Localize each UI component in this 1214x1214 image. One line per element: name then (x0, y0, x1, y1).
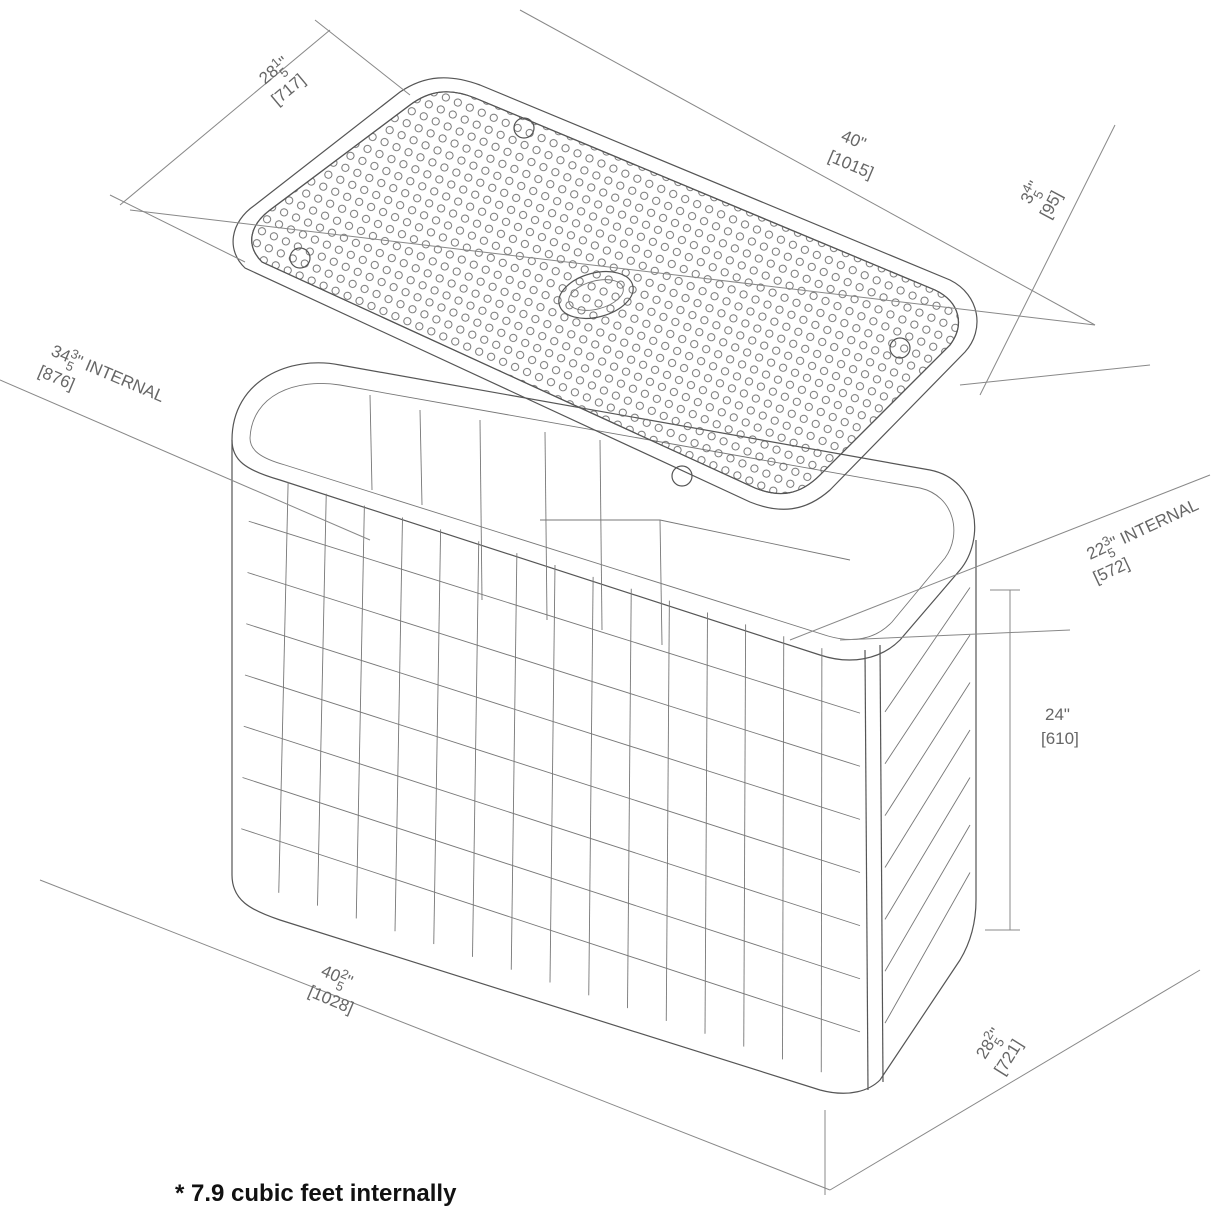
rim-outer (231, 362, 976, 661)
metric-value: [1015] (825, 147, 876, 183)
grid-rib (246, 623, 861, 820)
metric-value: [610] (1041, 729, 1079, 748)
dimension-label-body-width: 2825"[721] (972, 1025, 1026, 1079)
dimension-label-lid-thickness: 345"[95] (1017, 178, 1066, 222)
lid-bolt (289, 247, 311, 269)
rim-inner (249, 383, 955, 640)
dimension-label-lid-length: 40"[1015] (825, 126, 876, 183)
grid-rib (241, 828, 861, 1033)
lid-bolt (671, 465, 693, 487)
box-body (231, 362, 977, 1094)
dimension-label-lid-width: 2815"[717] (255, 53, 309, 109)
grid-rib (884, 777, 971, 920)
svg-text:40": 40" (838, 126, 868, 153)
grid-rib (884, 682, 971, 816)
dimension-label-internal-length: 3435" INTERNAL[876] (35, 341, 167, 406)
svg-text:2235" INTERNAL: 2235" INTERNAL (1082, 493, 1204, 570)
grid-rib (243, 725, 861, 927)
grid-rib (884, 872, 971, 1024)
lid-bolt (889, 337, 911, 359)
dimension-label-body-length: 4025"[1028] (305, 961, 356, 1017)
dimension-label-internal-width: 2235" INTERNAL[572] (1082, 493, 1204, 587)
grid-rib (884, 729, 971, 868)
grid-rib (247, 572, 861, 767)
grid-rib (884, 824, 971, 972)
footnote: * 7.9 cubic feet internally (175, 1180, 457, 1207)
dimension-label-height: 24" [610] (1041, 705, 1079, 748)
lid-logo-badge (558, 270, 634, 320)
grid-rib (242, 777, 861, 980)
grid-rib (244, 674, 861, 873)
grid-rib (884, 587, 971, 713)
lid-bolt (513, 117, 535, 139)
svg-text:24": 24" (1045, 705, 1070, 724)
grid-rib (884, 634, 971, 764)
grid-rib (248, 520, 861, 714)
dimension-lines (0, 9, 1211, 1195)
